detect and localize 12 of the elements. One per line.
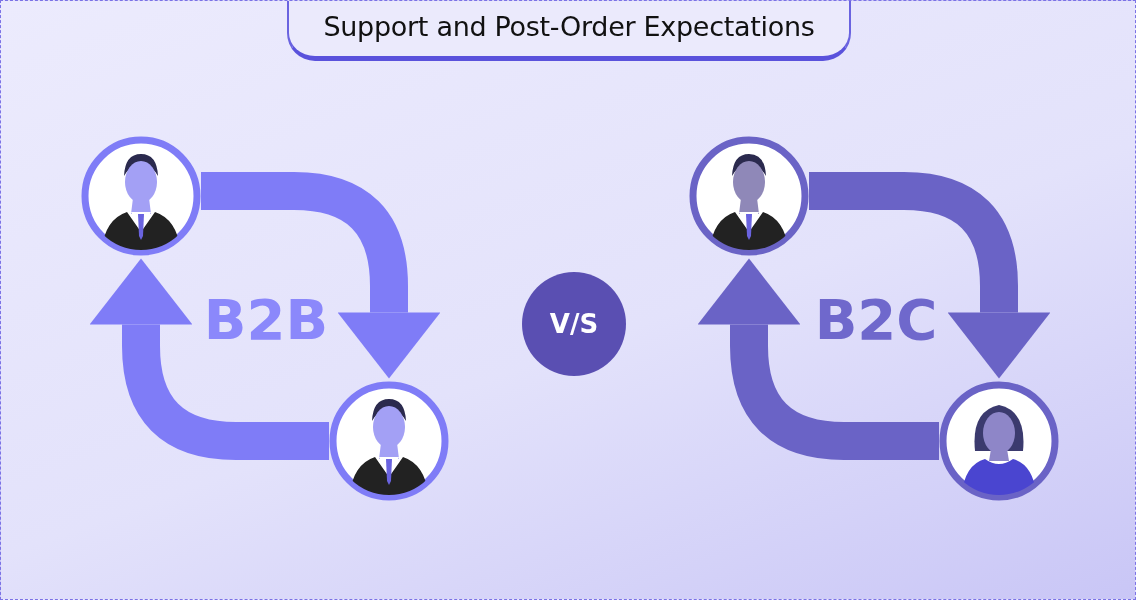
person-avatar bbox=[329, 381, 449, 501]
versus-badge: V/S bbox=[522, 272, 626, 376]
curved-arrow bbox=[697, 258, 939, 460]
model-label: B2B bbox=[191, 279, 341, 359]
curved-arrow bbox=[809, 172, 1051, 379]
curved-arrow bbox=[89, 258, 329, 460]
person-avatar bbox=[689, 136, 809, 256]
curved-arrow bbox=[201, 172, 441, 379]
person-avatar bbox=[939, 381, 1059, 501]
person-avatar bbox=[81, 136, 201, 256]
title: Support and Post-Order Expectations bbox=[323, 11, 815, 42]
model-label: B2C bbox=[801, 279, 951, 359]
